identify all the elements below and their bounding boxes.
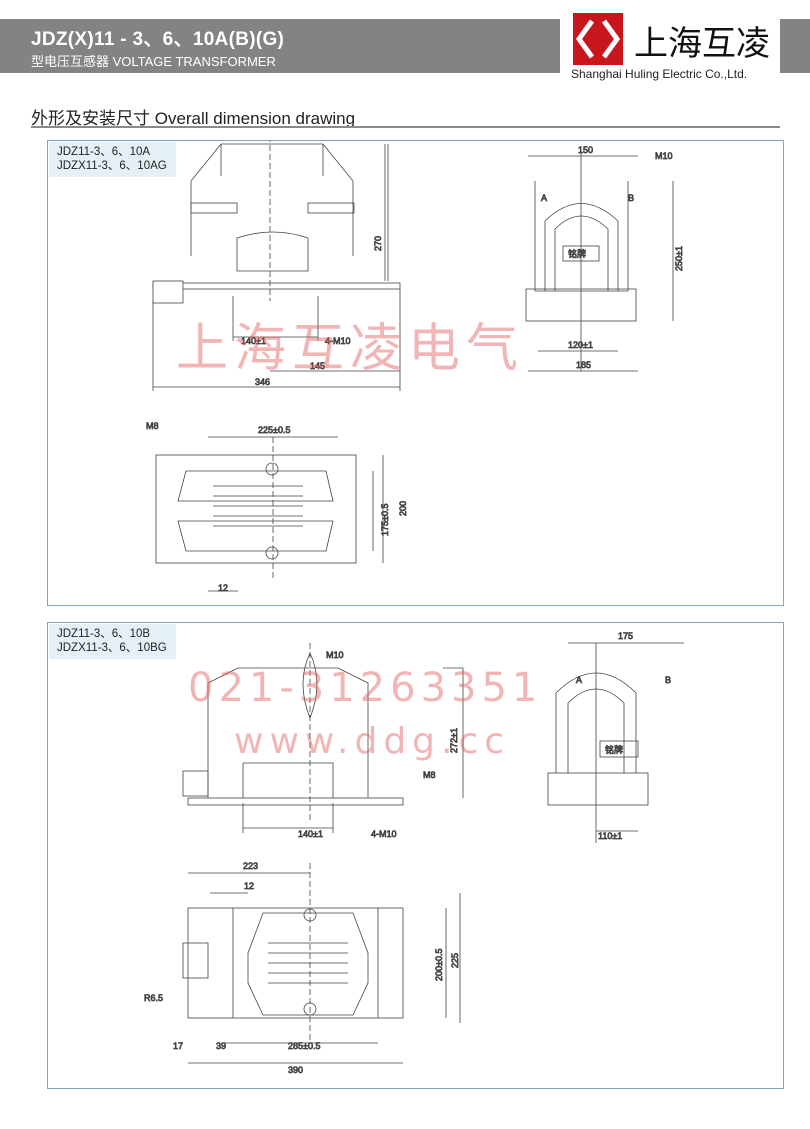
watermark-site: www.ddg.cc xyxy=(234,721,511,762)
nameplate-label: 铭牌 xyxy=(568,248,586,259)
dim-text: R6.5 xyxy=(144,993,163,1003)
front-view xyxy=(182,643,464,833)
dim-text: 17 xyxy=(173,1041,183,1051)
dim-text: 4-M10 xyxy=(371,829,397,839)
section-title: 外形及安装尺寸 Overall dimension drawing xyxy=(31,109,356,128)
top-view xyxy=(155,436,384,592)
dim-text: 390 xyxy=(288,1065,303,1075)
terminal-label: A xyxy=(541,193,547,203)
front-view xyxy=(152,141,401,391)
dim-text: 225±0.5 xyxy=(258,425,290,435)
terminal-label: B xyxy=(628,193,634,203)
dim-text: M8 xyxy=(146,421,159,431)
dim-text: 272±1 xyxy=(449,728,459,753)
dim-text: 223 xyxy=(243,861,258,871)
terminal-label: A xyxy=(576,675,582,685)
dim-text: 175±0.5 xyxy=(380,504,390,536)
logo-icon xyxy=(573,13,623,65)
dim-text: 150 xyxy=(578,145,593,155)
nameplate-label: 铭牌 xyxy=(605,744,623,755)
dim-text: 12 xyxy=(244,881,254,891)
watermark-phone: 021-31263351 xyxy=(188,665,543,711)
top-view xyxy=(182,863,461,1064)
dim-text: 175 xyxy=(618,631,633,641)
terminal-label: B xyxy=(665,675,671,685)
dim-text: M10 xyxy=(326,650,344,660)
drawing-a: 140±1 4-M10 145 346 270 150 M10 A B 铭牌 1… xyxy=(146,141,684,593)
side-view xyxy=(547,642,684,843)
product-title: JDZ(X)11 - 3、6、10A(B)(G) xyxy=(31,29,285,50)
dim-text: 110±1 xyxy=(598,831,622,841)
dim-text: 346 xyxy=(255,377,270,387)
dim-text: 120±1 xyxy=(568,340,593,350)
dim-text: 12 xyxy=(218,583,228,593)
dim-text: 200±0.5 xyxy=(434,949,444,981)
model-name: JDZ11-3、6、10B xyxy=(57,628,151,640)
model-name: JDZ11-3、6、10A xyxy=(57,146,151,158)
section-divider xyxy=(31,126,780,128)
side-view xyxy=(525,151,674,372)
dim-text: M10 xyxy=(655,151,673,161)
drawing-panel-a: JDZ11-3、6、10A JDZX11-3、6、10AG 140±1 4-M10… xyxy=(47,140,784,606)
drawing-b: M10 272±1 M8 140±1 4-M10 175 A B 铭牌 110±… xyxy=(144,631,684,1075)
dim-text: 4-M10 xyxy=(325,336,351,346)
dim-text: 200 xyxy=(398,501,408,516)
product-subtitle: 型电压互感器 VOLTAGE TRANSFORMER xyxy=(31,54,276,69)
dim-text: 270 xyxy=(373,236,383,251)
dim-text: 145 xyxy=(310,361,325,371)
watermark-company: 上海互凌电气 xyxy=(176,319,525,379)
dim-text: 285±0.5 xyxy=(288,1041,320,1051)
model-name: JDZX11-3、6、10BG xyxy=(57,642,167,654)
dim-text: 140±1 xyxy=(241,336,266,346)
dim-text: 185 xyxy=(576,360,591,370)
drawing-panel-b: JDZ11-3、6、10B JDZX11-3、6、10BG M10 272±1 M… xyxy=(47,622,784,1089)
logo-text-cn: 上海互凌 xyxy=(634,24,770,64)
dim-text: M8 xyxy=(423,770,436,780)
dim-text: 140±1 xyxy=(298,829,323,839)
dim-text: 39 xyxy=(216,1041,226,1051)
model-label: JDZ11-3、6、10B JDZX11-3、6、10BG xyxy=(49,624,176,659)
model-label: JDZ11-3、6、10A JDZX11-3、6、10AG xyxy=(49,142,176,177)
model-name: JDZX11-3、6、10AG xyxy=(57,160,167,172)
dim-text: 250±1 xyxy=(674,246,684,271)
dim-text: 225 xyxy=(450,953,460,968)
logo-text-en: Shanghai Huling Electric Co.,Ltd. xyxy=(571,67,748,81)
